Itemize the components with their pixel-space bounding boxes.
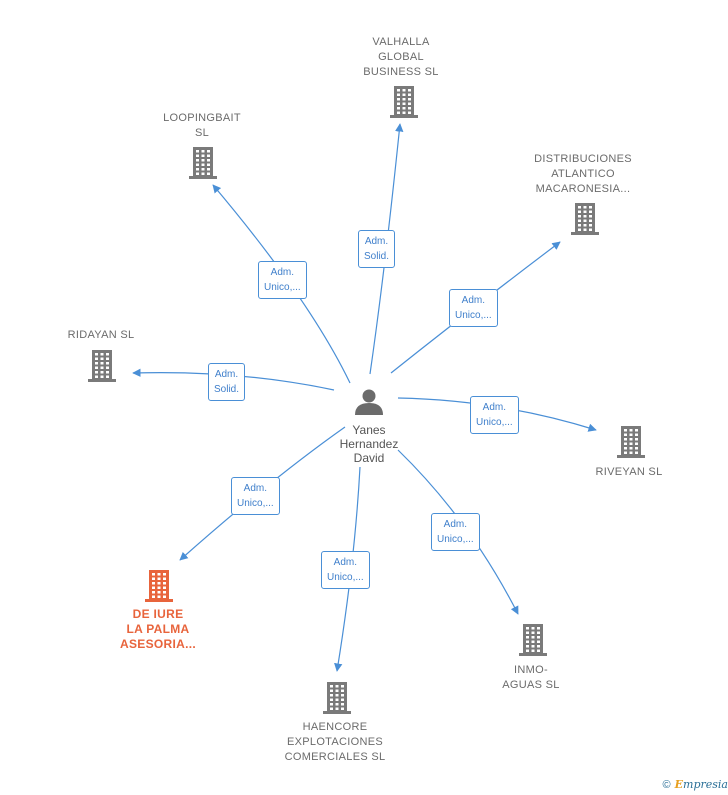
brand-rest: mpresia: [683, 778, 728, 791]
relation-label-ridayan[interactable]: Adm. Solid.: [208, 363, 246, 401]
relation-text: Adm.: [461, 295, 486, 306]
relation-text: Adm.: [270, 267, 295, 278]
relation-text: Solid.: [364, 251, 390, 262]
company-label-valhalla[interactable]: VALHALLA GLOBAL BUSINESS SL: [321, 35, 481, 80]
company-name-line: DE IURE: [132, 607, 184, 621]
relation-text: Adm.: [243, 483, 268, 494]
building-icon[interactable]: [390, 86, 418, 118]
building-icon[interactable]: [323, 682, 351, 714]
building-icon[interactable]: [88, 350, 116, 382]
building-icon[interactable]: [519, 624, 547, 656]
company-name-line: SL: [194, 127, 210, 139]
relation-text: Unico,...: [455, 310, 492, 321]
copyright-symbol: ©: [662, 778, 671, 791]
company-name-line: DISTRIBUCIONES: [534, 153, 632, 165]
relation-label-distribuciones[interactable]: Adm. Unico,...: [449, 289, 498, 327]
company-label-loopingbait[interactable]: LOOPINGBAIT SL: [122, 111, 282, 141]
company-name-line: RIDAYAN SL: [67, 329, 135, 341]
company-name-line: AGUAS SL: [502, 679, 560, 691]
building-icon[interactable]: [571, 203, 599, 235]
relation-text: Unico,...: [437, 534, 474, 545]
center-name-line: David: [353, 451, 385, 465]
relation-text: Unico,...: [237, 498, 274, 509]
company-label-distribuciones[interactable]: DISTRIBUCIONES ATLANTICO MACARONESIA...: [503, 152, 663, 197]
company-label-riveyan[interactable]: RIVEYAN SL: [549, 465, 709, 480]
company-label-haencore[interactable]: HAENCORE EXPLOTACIONES COMERCIALES SL: [255, 720, 415, 765]
relation-label-deiure[interactable]: Adm. Unico,...: [231, 477, 280, 515]
building-icon[interactable]: [617, 426, 645, 458]
relation-label-valhalla[interactable]: Adm. Solid.: [358, 230, 396, 268]
relation-label-inmoaguas[interactable]: Adm. Unico,...: [431, 513, 480, 551]
company-name-line: EXPLOTACIONES: [287, 736, 383, 748]
company-name-line: LA PALMA: [126, 622, 190, 636]
company-name-line: MACARONESIA...: [535, 183, 631, 195]
company-name-line: COMERCIALES SL: [284, 751, 386, 763]
relation-label-riveyan[interactable]: Adm. Unico,...: [470, 396, 519, 434]
company-name-line: HAENCORE: [302, 721, 368, 733]
company-label-ridayan[interactable]: RIDAYAN SL: [21, 328, 181, 343]
company-name-line: VALHALLA: [372, 36, 430, 48]
company-name-line: ATLANTICO: [551, 168, 615, 180]
center-name-line: Hernandez: [339, 437, 399, 451]
company-label-inmoaguas[interactable]: INMO- AGUAS SL: [451, 663, 611, 693]
relation-text: Adm.: [482, 402, 507, 413]
relation-text: Adm.: [333, 557, 358, 568]
company-name-line: INMO-: [514, 664, 548, 676]
relation-text: Adm.: [443, 519, 468, 530]
building-icon[interactable]: [189, 147, 217, 179]
relation-text: Unico,...: [327, 572, 364, 583]
relation-text: Unico,...: [264, 282, 301, 293]
brand-logo[interactable]: Empresia: [675, 778, 728, 791]
relation-label-loopingbait[interactable]: Adm. Unico,...: [258, 261, 307, 299]
building-icon[interactable]: [145, 570, 173, 602]
relation-text: Adm.: [214, 369, 239, 380]
company-name-line: GLOBAL: [378, 51, 424, 63]
relation-text: Unico,...: [476, 417, 513, 428]
relation-text: Adm.: [364, 236, 389, 247]
brand-first-letter: E: [674, 778, 684, 791]
person-icon[interactable]: [355, 389, 383, 416]
center-person-label[interactable]: Yanes Hernandez David: [309, 423, 429, 465]
company-name-line: RIVEYAN SL: [595, 466, 663, 478]
relation-label-haencore[interactable]: Adm. Unico,...: [321, 551, 370, 589]
company-name-line: ASESORIA...: [120, 637, 196, 651]
relation-text: Solid.: [214, 384, 240, 395]
center-name-line: Yanes: [352, 423, 386, 437]
footer: © Empresia: [663, 778, 728, 791]
company-name-line: LOOPINGBAIT: [163, 112, 241, 124]
company-name-line: BUSINESS SL: [363, 66, 439, 78]
